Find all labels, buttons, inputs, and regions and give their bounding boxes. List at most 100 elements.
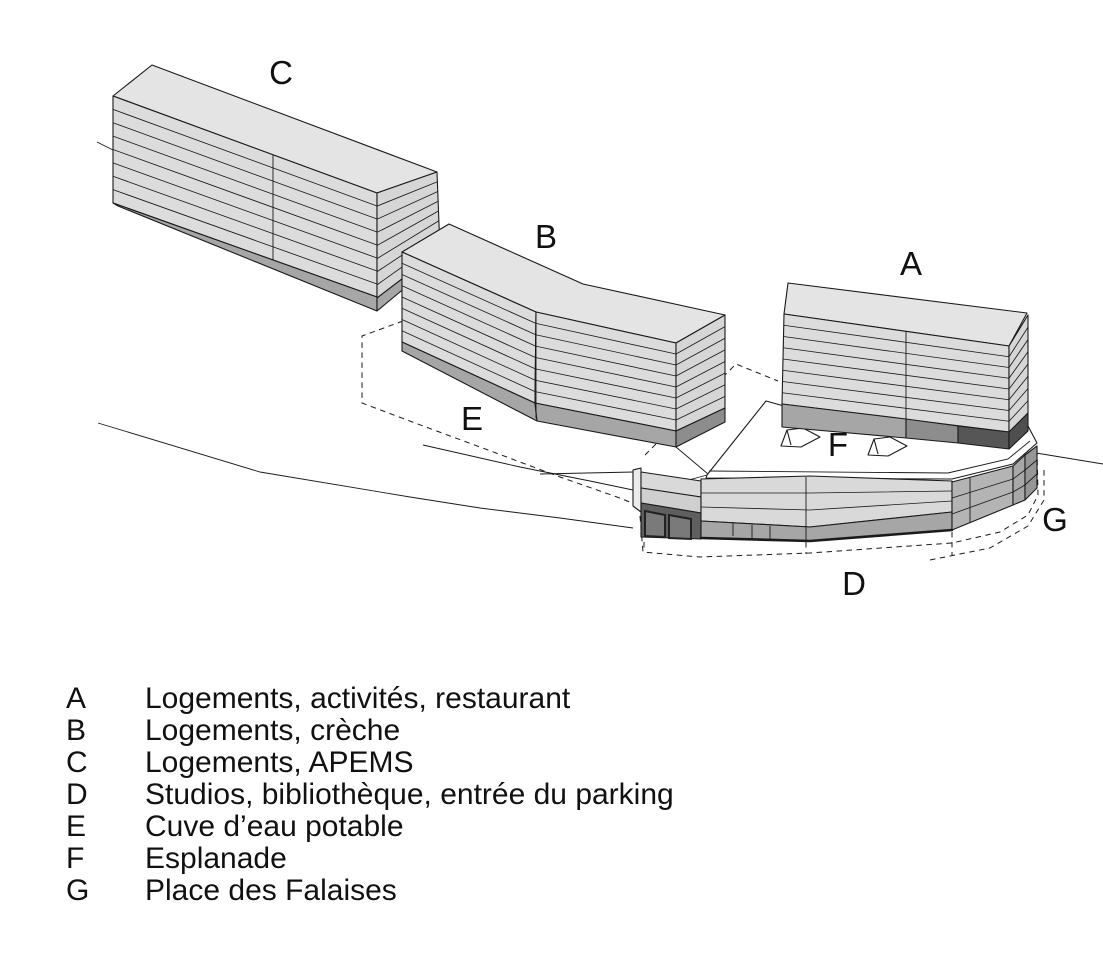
floor-line xyxy=(401,262,537,324)
floor-line xyxy=(783,336,1010,368)
floor-line xyxy=(1008,388,1029,411)
floor-line xyxy=(376,220,440,259)
floor-line xyxy=(1024,459,1038,471)
building-c-floor-lines xyxy=(112,108,378,285)
building-d-west-sliver xyxy=(632,467,642,513)
floor-line xyxy=(535,357,677,388)
legend: A Logements, activités, restaurant B Log… xyxy=(66,682,674,907)
legend-key-g: G xyxy=(66,874,89,907)
legend-key-e: E xyxy=(66,810,86,843)
contour-short xyxy=(539,471,635,475)
floor-line xyxy=(1012,469,1026,480)
legend-key-d: D xyxy=(66,778,88,811)
floor-line xyxy=(1008,339,1029,368)
legend-label-c: Logements, APEMS xyxy=(145,746,413,779)
floor-line xyxy=(951,478,1014,499)
building-b-floor-lines-end xyxy=(675,326,726,421)
building-a-end-lines xyxy=(1008,327,1029,422)
floor-line xyxy=(376,200,439,233)
skylight-1 xyxy=(780,427,821,448)
floor-line xyxy=(376,181,438,207)
floor-line xyxy=(675,395,726,421)
legend-label-e: Cuve d’eau potable xyxy=(145,810,404,843)
bank-edge-upper xyxy=(675,446,709,475)
floor-line xyxy=(112,189,378,285)
building-b-band-end xyxy=(675,407,726,448)
building-d-floor-line-1 xyxy=(701,490,953,494)
floor-line xyxy=(675,361,726,388)
legend-label-d: Studios, bibliothèque, entrée du parking xyxy=(145,778,674,811)
floor-line xyxy=(112,122,378,220)
floor-line xyxy=(535,322,677,355)
building-b-floor-lines-left xyxy=(401,262,537,393)
floor-line xyxy=(782,392,1010,422)
building-d-floor-line-2 xyxy=(700,500,953,511)
floor-line xyxy=(376,210,439,246)
floor-line xyxy=(1008,400,1029,422)
building-d-east-lines xyxy=(951,478,1014,515)
floor-line xyxy=(783,324,1010,358)
floor-line xyxy=(1008,363,1029,390)
legend-label-b: Logements, crèche xyxy=(145,714,400,747)
marker-e: E xyxy=(461,400,483,437)
corner-column-face-2 xyxy=(1024,445,1038,501)
legend-key-a: A xyxy=(66,682,86,715)
building-a xyxy=(781,282,1029,450)
floor-line xyxy=(782,358,1010,390)
contour-mid xyxy=(422,444,634,491)
floor-line xyxy=(112,149,378,246)
floor-line xyxy=(535,379,677,410)
floor-line xyxy=(1008,327,1029,357)
marker-a: A xyxy=(900,245,922,282)
floor-line xyxy=(535,368,677,399)
floor-line xyxy=(401,319,536,381)
building-a-band-end xyxy=(1008,412,1029,450)
legend-key-f: F xyxy=(66,842,84,875)
floor-line xyxy=(1024,473,1038,486)
floor-line xyxy=(675,372,726,399)
floor-line xyxy=(535,391,677,421)
building-b-floor-lines-right xyxy=(535,322,677,421)
base-outline-outer xyxy=(929,468,1045,561)
corner-column-lines-2 xyxy=(1024,459,1038,486)
base-outline-inner xyxy=(639,447,1039,558)
parking-door-2 xyxy=(668,513,692,541)
floor-line xyxy=(401,330,536,393)
building-d xyxy=(632,445,1038,543)
building-c xyxy=(112,64,442,312)
building-d-strip-steps xyxy=(732,523,771,539)
plan-markers: A B C D E F G xyxy=(269,54,1068,602)
building-b xyxy=(401,223,726,448)
floor-line xyxy=(112,175,378,272)
floor-line xyxy=(951,491,1014,515)
floor-line xyxy=(376,191,438,220)
marker-b: B xyxy=(535,218,557,255)
floor-line xyxy=(675,326,726,355)
contour-lower-left xyxy=(97,422,634,529)
skylight-2 xyxy=(867,436,908,457)
floor-line xyxy=(1008,351,1029,379)
contour-top-left xyxy=(96,141,114,151)
floor-line xyxy=(782,369,1010,401)
floor-line xyxy=(401,296,536,358)
marker-c: C xyxy=(269,54,293,91)
floor-line xyxy=(675,384,726,410)
floor-line xyxy=(112,108,378,207)
floor-line xyxy=(675,349,726,377)
legend-label-f: Esplanade xyxy=(145,842,287,875)
floor-line xyxy=(401,307,536,370)
floor-line xyxy=(112,135,378,233)
marker-d: D xyxy=(842,565,866,602)
water-tank-outline xyxy=(361,320,641,507)
marker-f: F xyxy=(828,426,848,463)
floor-line xyxy=(112,162,378,259)
floor-line xyxy=(401,285,536,347)
marker-g: G xyxy=(1042,501,1068,538)
floor-line xyxy=(782,381,1010,411)
floor-line xyxy=(675,337,726,366)
legend-key-b: B xyxy=(66,714,86,747)
legend-key-c: C xyxy=(66,746,88,779)
floor-line xyxy=(1012,484,1026,493)
